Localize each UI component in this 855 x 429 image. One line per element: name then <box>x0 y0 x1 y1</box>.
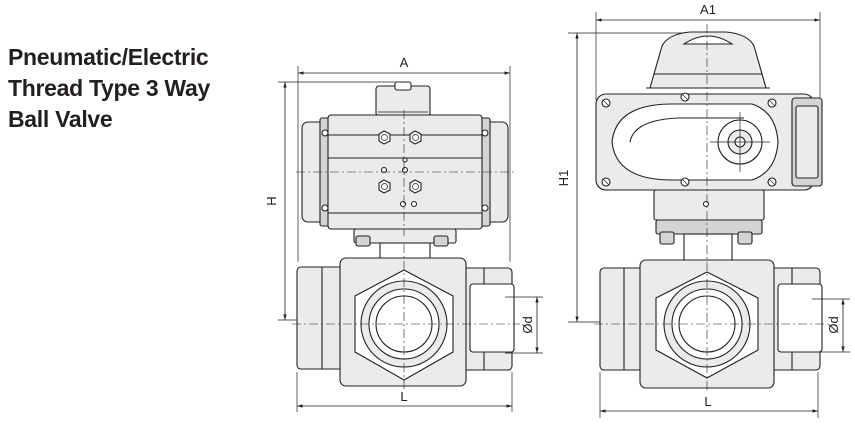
dimension-h1-label: H1 <box>556 170 571 187</box>
pneumatic-valve-drawing: A H <box>264 55 543 412</box>
dimension-bore-label: Ød <box>520 316 535 333</box>
dimension-a-label: A <box>400 55 409 70</box>
dimension-h-label: H <box>264 196 279 205</box>
electric-dimension-l-label: L <box>704 394 711 409</box>
electric-valve-drawing: A1 H1 <box>556 2 850 418</box>
dimension-l-label: L <box>400 389 407 404</box>
electric-valve-port-left <box>599 267 647 371</box>
valve-port-left <box>296 266 344 370</box>
dimension-a1-label: A1 <box>700 2 716 17</box>
product-title: Pneumatic/Electric Thread Type 3 Way Bal… <box>8 42 248 135</box>
electric-dimension-bore-label: Ød <box>826 316 841 333</box>
title-line-2: Thread Type 3 Way <box>8 75 210 101</box>
title-line-3: Ball Valve <box>8 106 113 132</box>
title-line-1: Pneumatic/Electric <box>8 44 209 70</box>
